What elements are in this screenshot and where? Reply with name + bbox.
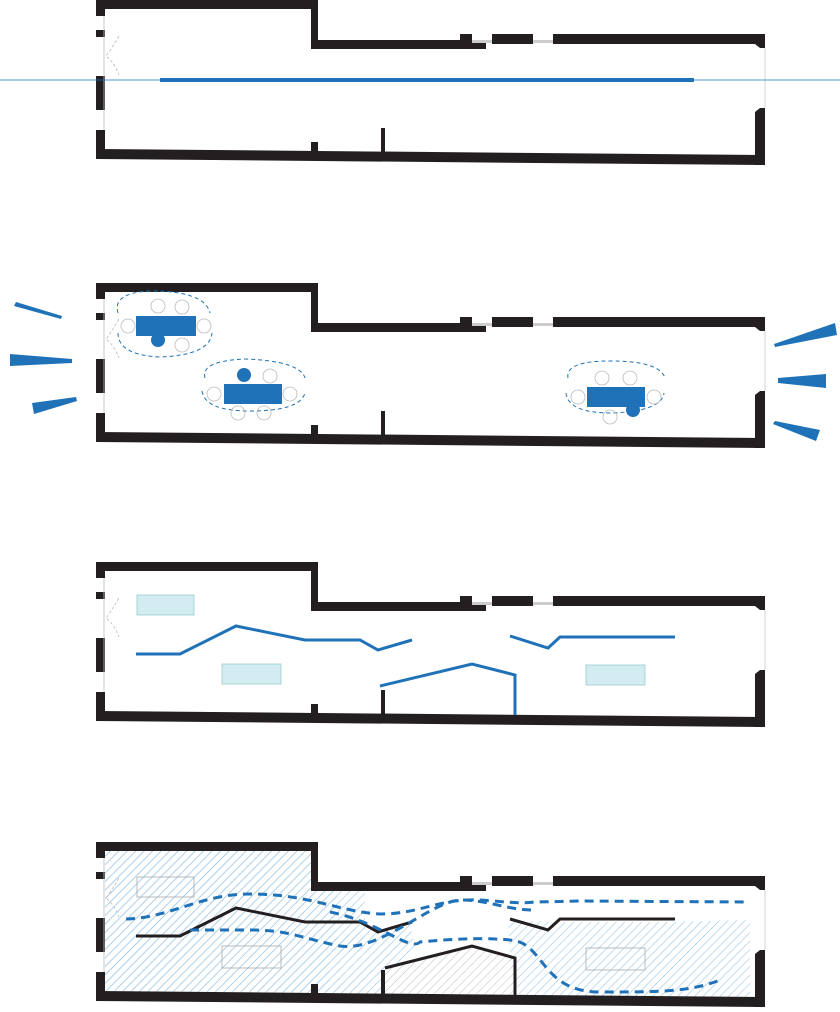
plan-axis (0, 0, 840, 166)
chairs (120, 298, 662, 425)
plan-circulation (95, 841, 766, 1008)
enclosed-room (385, 947, 515, 996)
circulation-paths (125, 892, 746, 994)
people (151, 333, 640, 417)
table (587, 387, 645, 407)
floor-plan-outline (95, 0, 766, 166)
table (224, 384, 282, 404)
table (221, 663, 282, 685)
plan-partitions (95, 561, 766, 728)
zone-hatch (508, 920, 750, 997)
activity-rays (10, 302, 837, 441)
plan-workstations (10, 282, 837, 449)
floor-plan-outline (95, 282, 766, 449)
partition-walls (136, 906, 675, 998)
furniture-outline (136, 876, 646, 971)
table (585, 664, 646, 686)
partition-walls (136, 624, 675, 715)
table (136, 594, 195, 616)
workstation-cluster (116, 290, 666, 414)
table (136, 316, 196, 336)
